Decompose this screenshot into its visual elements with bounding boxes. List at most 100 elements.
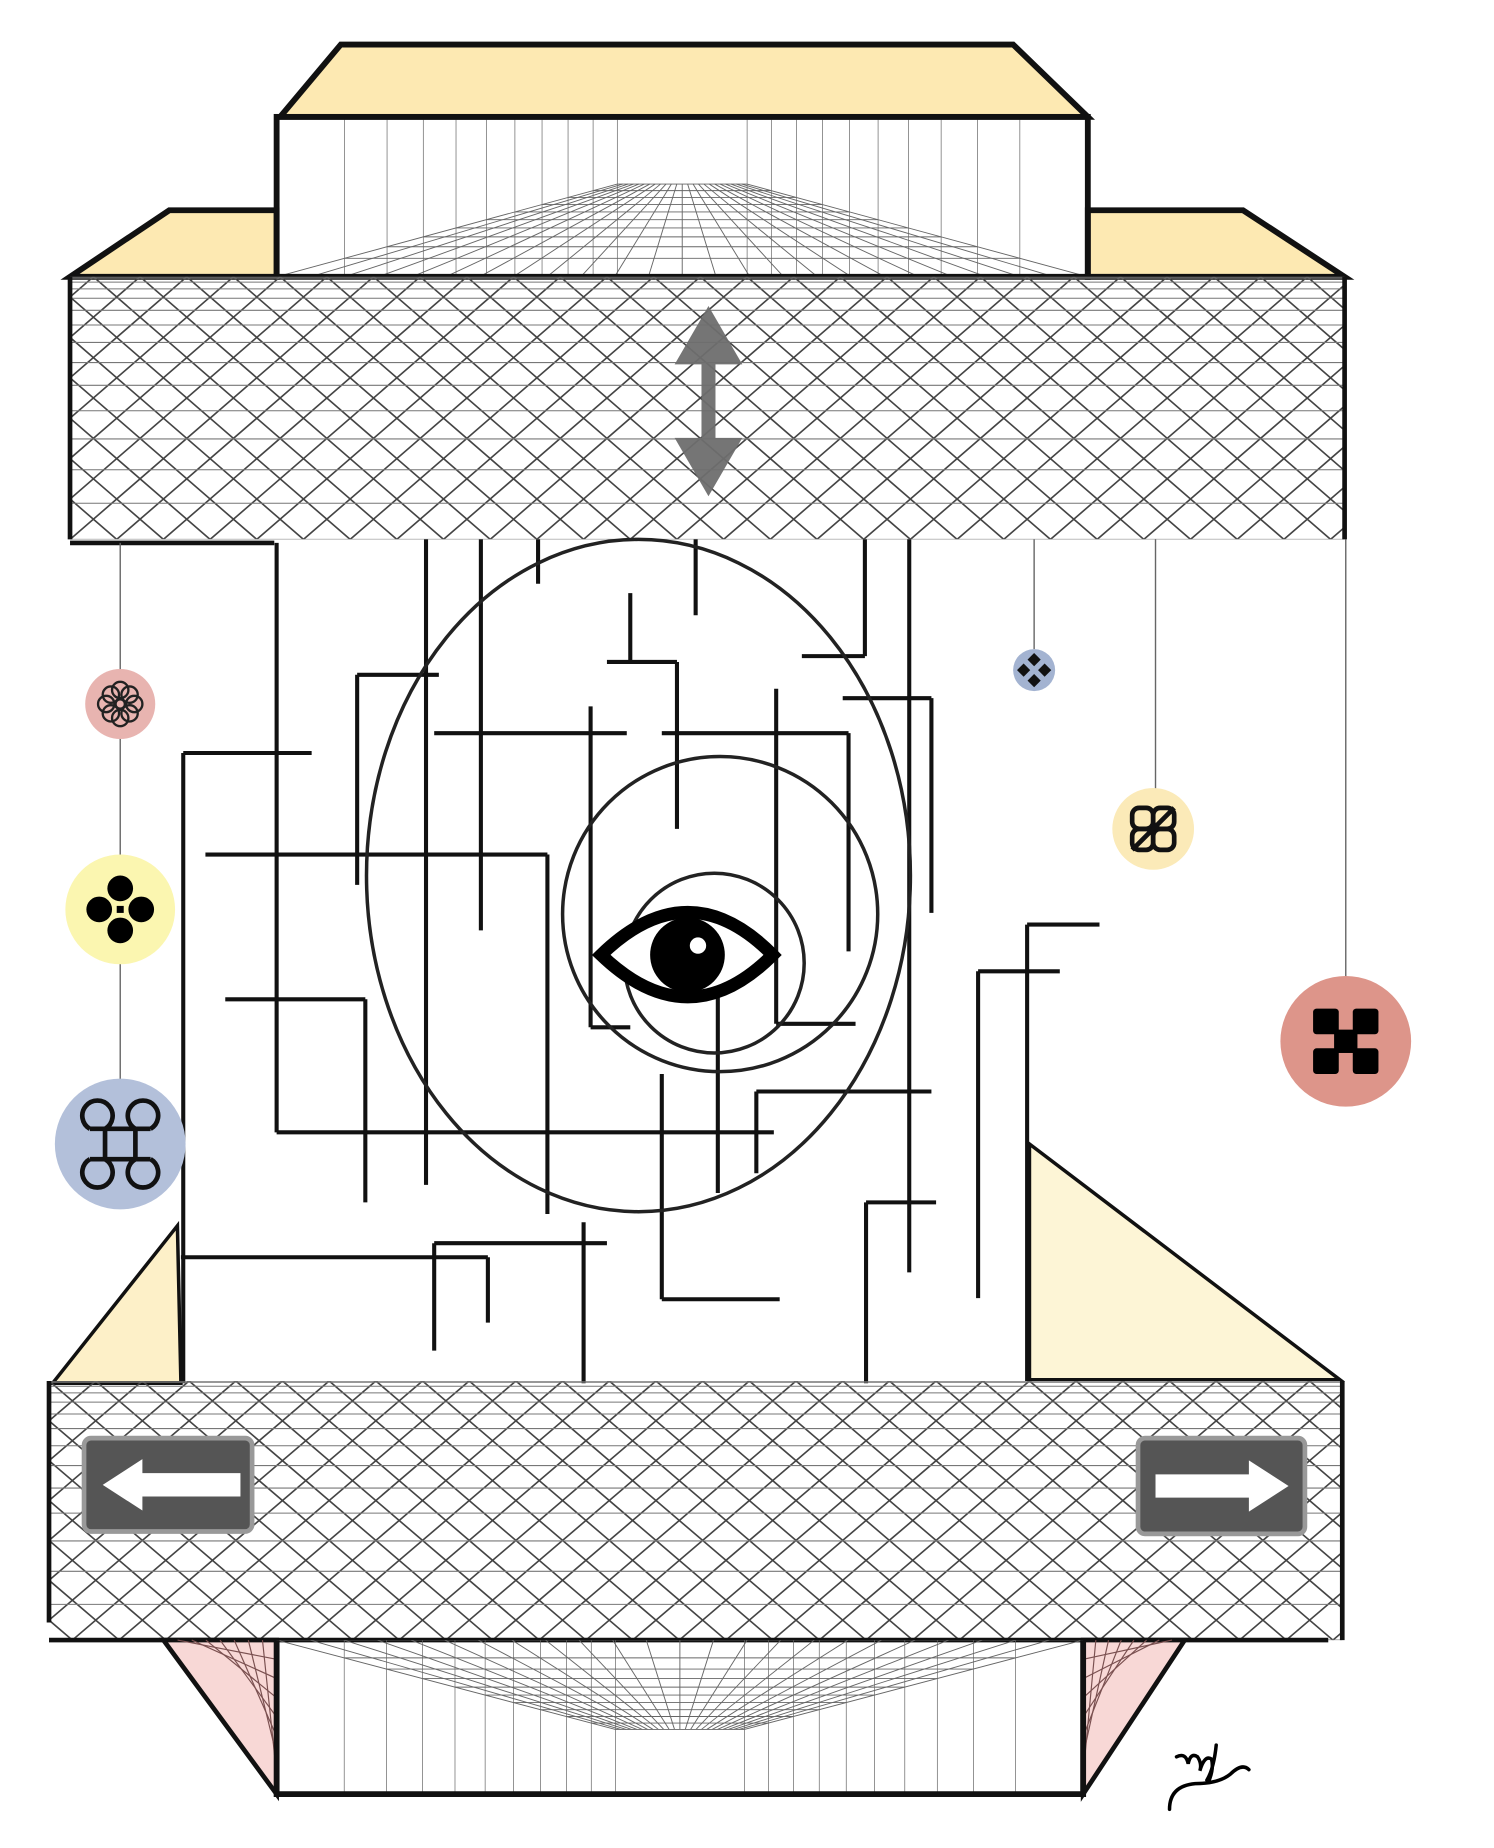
knot-icon[interactable] [1112,788,1195,870]
grid-line [70,376,258,540]
grid-line [699,276,1005,540]
grid-line [714,183,886,277]
grid-line [410,1640,638,1730]
grid-line [515,1380,820,1641]
grid-line [375,1380,680,1641]
left-arrow-button[interactable] [81,1435,255,1534]
grid-line [351,1380,657,1641]
grid-line [1473,1381,1494,1640]
grid-line [377,1640,632,1730]
up-down-arrow-icon[interactable] [674,305,743,497]
grid-line [719,183,920,277]
command-icon[interactable] [54,1078,186,1210]
grid-line [1426,1381,1494,1640]
grid-line [653,276,958,540]
grid-line [326,276,631,540]
grid-line [695,1640,782,1730]
grid-line [692,183,751,277]
grid-line [70,538,71,540]
grid-line [310,1640,621,1730]
diamond-dots-icon[interactable] [1013,649,1056,692]
grid-line [709,183,852,277]
grid-line [512,183,656,277]
grid-line [70,336,305,540]
grid-line [281,1380,587,1641]
four-squares-icon[interactable] [1280,975,1412,1107]
grid-line [1026,276,1332,540]
grid-line [606,276,911,540]
right-arrow-button[interactable] [1135,1435,1308,1537]
grid-line [933,276,1238,540]
grid-line [956,276,1262,540]
top-tunnel-grid [276,116,1088,277]
grid-line [70,295,351,540]
grid-line [647,183,678,277]
grid-line [232,276,538,540]
clover-icon[interactable] [65,854,176,965]
grid-line [1377,277,1494,540]
grid-line [511,1640,654,1730]
grid-line [49,1380,50,1383]
grid-line [1215,1380,1343,1490]
grid-line [1306,276,1345,311]
grid-line [562,1380,867,1641]
grid-line [0,1381,26,1640]
grid-line [479,183,650,277]
grid-line [703,183,818,277]
grid-line [1356,1381,1494,1640]
grid-line [1143,364,1345,540]
grid-line [211,1380,517,1641]
grid-line [655,1380,960,1641]
grid-line [1424,277,1494,540]
grid-line [711,1640,882,1730]
hatch-line [219,1639,278,1718]
hanging-strings [119,539,1347,1080]
grid-line [478,1640,648,1730]
grid-line [863,276,1168,540]
grid-line [678,1380,984,1641]
grid-line [748,1380,1054,1641]
grid-line [1309,1380,1343,1410]
grid-line [816,276,1122,540]
left-ramp [48,1220,183,1386]
grid-line [842,1380,1147,1641]
grid-line [492,1380,797,1641]
grid-line [276,1640,616,1730]
grid-line [398,1380,704,1641]
grid-line [1447,277,1494,540]
grid-line [730,183,987,277]
grid-line [396,276,701,540]
grid-line [70,276,328,501]
grid-line [468,1380,774,1641]
flower-icon[interactable] [85,668,156,740]
grid-line [1236,445,1345,540]
left-cap [60,207,280,280]
grid-line [725,1380,1030,1641]
right-cap [1084,207,1355,280]
grid-line [421,1380,727,1641]
top-band-grid [70,276,1494,540]
grid-line [545,1640,659,1730]
grid-line [744,1640,1084,1730]
grid-line [536,276,841,540]
grid-line [445,183,645,277]
grid-line [116,276,421,540]
grid-line [769,276,1075,540]
grid-line [1380,1381,1494,1640]
grid-line [1003,276,1308,540]
grid-line [886,276,1192,540]
grid-line [1401,277,1494,540]
grid-line [276,183,618,277]
grid-line [632,1380,937,1641]
grid-line [209,276,515,540]
hatch-line [1082,1639,1135,1718]
grid-line [608,1380,914,1641]
grid-line [141,1380,447,1641]
grid-line [690,1640,748,1730]
grid-line [49,1499,213,1641]
grid-line [1332,1631,1343,1641]
grid-line [701,1640,815,1730]
hatch-line [233,1639,278,1737]
grid-line [746,276,1052,540]
